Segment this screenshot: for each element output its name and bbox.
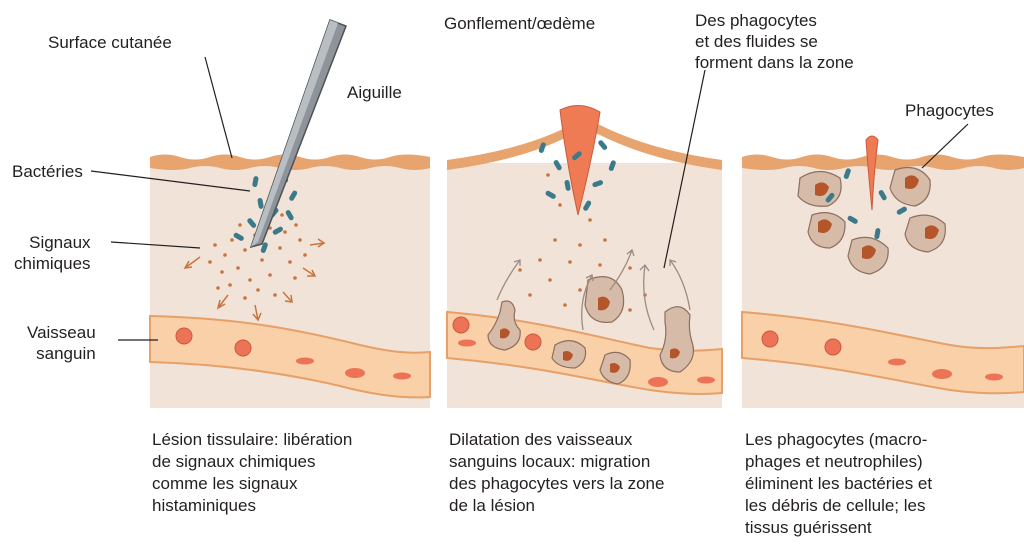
caption-line: des phagocytes vers la zone	[449, 473, 664, 495]
label-line: Vaisseau	[27, 323, 96, 342]
caption-line: tissus guérissent	[745, 517, 932, 539]
label-phagocytes-fluids: Des phagocytes et des fluides se forment…	[695, 10, 854, 73]
label-line: et des fluides se	[695, 32, 818, 51]
caption-line: Les phagocytes (macro-	[745, 429, 932, 451]
label-line: chimiques	[14, 254, 91, 273]
caption-line: de signaux chimiques	[152, 451, 352, 473]
caption-line: sanguins locaux: migration	[449, 451, 664, 473]
caption-line: comme les signaux	[152, 473, 352, 495]
label-phagocytes: Phagocytes	[905, 100, 994, 121]
red-blood-cell-icon	[176, 328, 192, 344]
label-skin-surface: Surface cutanée	[48, 32, 172, 53]
label-blood-vessel: Vaisseau sanguin	[27, 322, 96, 364]
caption-panel-2: Dilatation des vaisseaux sanguins locaux…	[449, 429, 664, 517]
panel-3-healing	[742, 124, 1024, 408]
red-blood-cell-icon	[235, 340, 251, 356]
label-line: sanguin	[36, 344, 96, 363]
caption-line: histaminiques	[152, 495, 352, 517]
caption-line: les débris de cellule; les	[745, 495, 932, 517]
caption-line: de la lésion	[449, 495, 664, 517]
label-swelling: Gonflement/œdème	[444, 13, 595, 34]
caption-line: phages et neutrophiles)	[745, 451, 932, 473]
label-line: Signaux	[29, 233, 90, 252]
caption-line: éliminent les bactéries et	[745, 473, 932, 495]
caption-line: Lésion tissulaire: libération	[152, 429, 352, 451]
caption-line: Dilatation des vaisseaux	[449, 429, 664, 451]
panel-2-vessel-dilation	[447, 70, 722, 408]
label-bacteria: Bactéries	[12, 161, 83, 182]
panel-1-tissue-injury	[91, 20, 430, 408]
caption-panel-3: Les phagocytes (macro- phages et neutrop…	[745, 429, 932, 539]
label-line: forment dans la zone	[695, 53, 854, 72]
label-chemical-signals: Signaux chimiques	[14, 232, 91, 274]
label-line: Des phagocytes	[695, 11, 817, 30]
caption-panel-1: Lésion tissulaire: libération de signaux…	[152, 429, 352, 517]
label-needle: Aiguille	[347, 82, 402, 103]
